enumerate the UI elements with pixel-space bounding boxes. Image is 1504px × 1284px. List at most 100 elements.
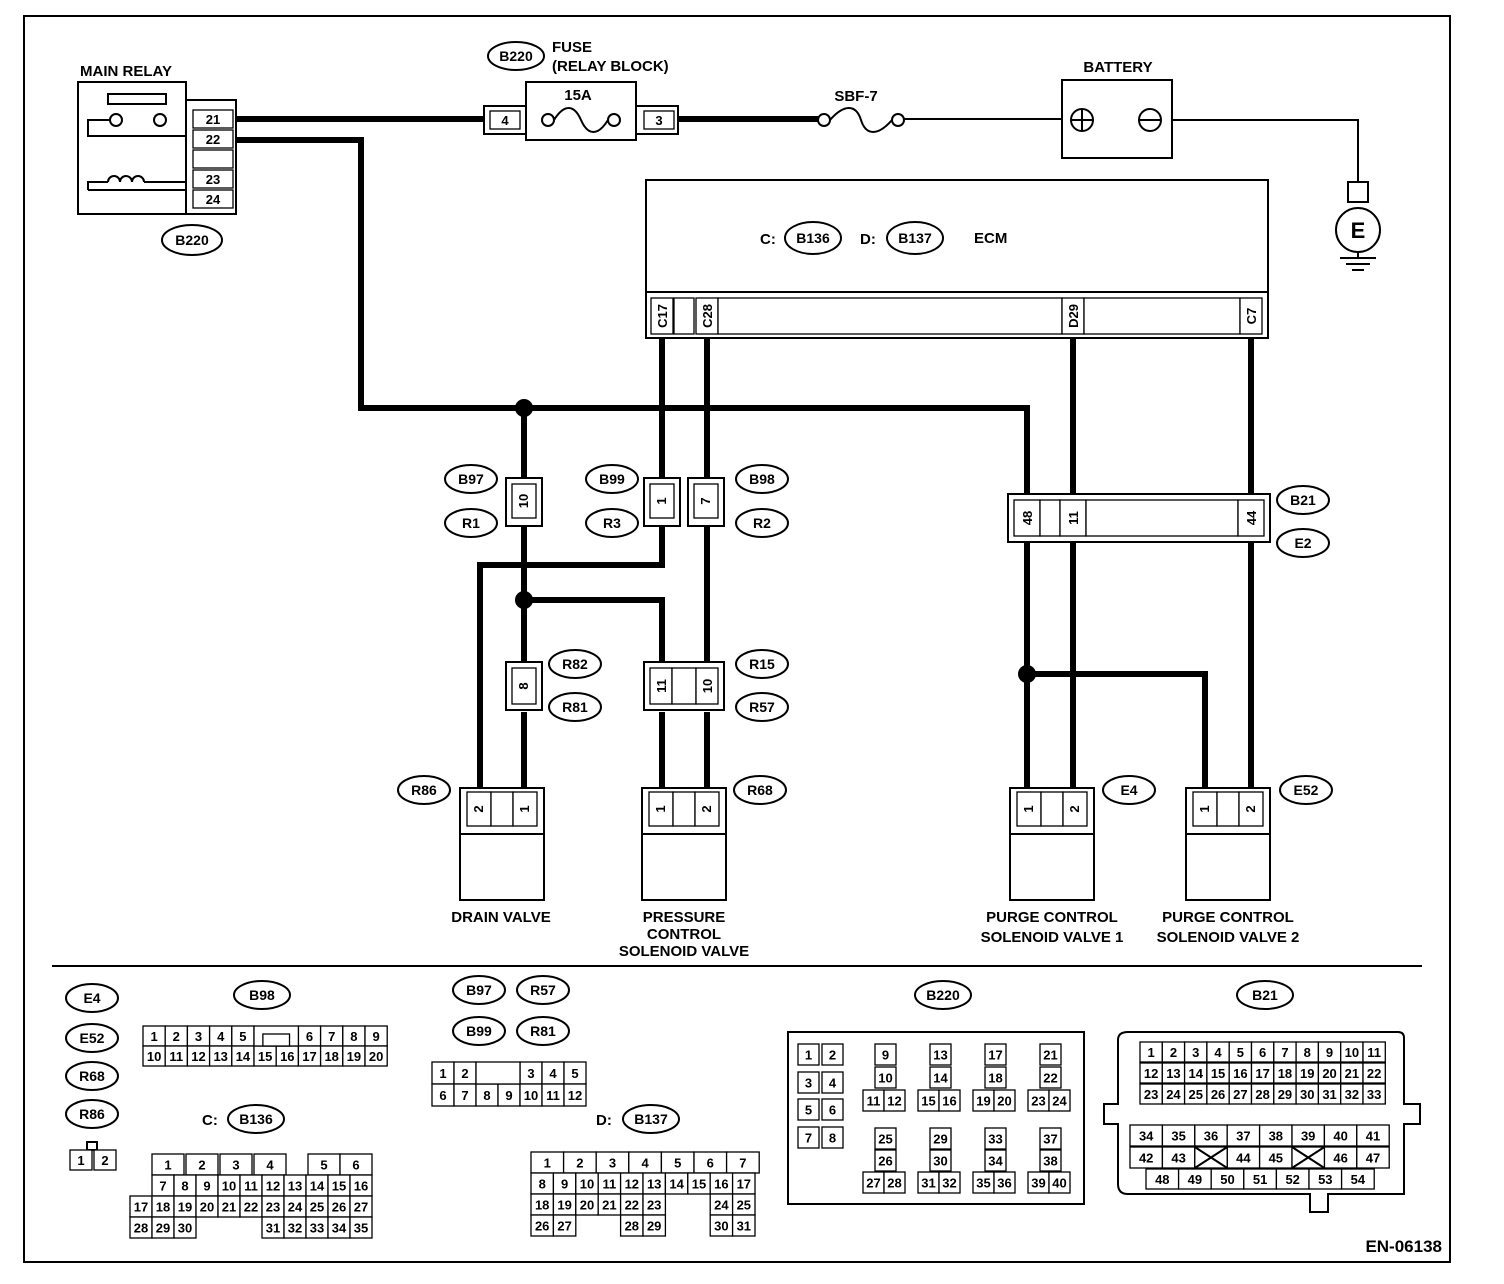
pin-number: 17 bbox=[1255, 1066, 1269, 1081]
pin-number: 34 bbox=[1139, 1129, 1154, 1144]
legend-b136-label: B136 bbox=[239, 1111, 273, 1127]
drain-pin-2: 2 bbox=[471, 805, 486, 812]
pin-number: 33 bbox=[1367, 1087, 1381, 1102]
purge1-pin-1: 1 bbox=[1021, 805, 1036, 812]
connector-bubble-b220-fuse bbox=[487, 41, 545, 71]
pin-number: 3 bbox=[1192, 1045, 1199, 1060]
pin-number: 9 bbox=[882, 1048, 889, 1063]
ecm-pin-c7: C7 bbox=[1244, 308, 1259, 325]
pin-cell bbox=[993, 1089, 1016, 1112]
pin-number: 34 bbox=[332, 1221, 347, 1236]
pin-number: 10 bbox=[222, 1179, 236, 1194]
main-relay-body bbox=[77, 81, 187, 215]
pin-number: 2 bbox=[1170, 1045, 1177, 1060]
relay-contact-wire bbox=[87, 119, 186, 137]
pin-number: 15 bbox=[1211, 1066, 1225, 1081]
fuse-pin-4: 4 bbox=[501, 113, 509, 128]
purge2-pin-1: 1 bbox=[1197, 805, 1212, 812]
purge1-body bbox=[1009, 833, 1095, 901]
pin-number: 1 bbox=[150, 1029, 157, 1044]
pin-number: 15 bbox=[332, 1179, 346, 1194]
pin-number: 44 bbox=[1236, 1151, 1251, 1166]
b220-relay-label: B220 bbox=[175, 232, 209, 248]
pin-number: 25 bbox=[1189, 1087, 1203, 1102]
ecm-pin-d29: D29 bbox=[1066, 304, 1081, 328]
b99-label: B99 bbox=[599, 471, 625, 487]
pin-number: 24 bbox=[288, 1200, 303, 1215]
pin-cell bbox=[797, 1071, 820, 1094]
legend-2pin-1: 1 bbox=[77, 1153, 84, 1168]
cross-icon bbox=[1291, 1146, 1325, 1169]
pin-number: 27 bbox=[354, 1200, 368, 1215]
pin-cell bbox=[984, 1066, 1007, 1089]
ecm-label: ECM bbox=[974, 230, 1007, 247]
pin-number: 14 bbox=[236, 1049, 251, 1064]
pin-number: 13 bbox=[213, 1049, 227, 1064]
pin-number: 20 bbox=[1322, 1066, 1336, 1081]
fuse-pin-3: 3 bbox=[655, 113, 662, 128]
pin-number: 1 bbox=[1148, 1045, 1155, 1060]
diagram-frame bbox=[23, 15, 1451, 1263]
pin-number: 5 bbox=[320, 1158, 327, 1173]
pin-number: 16 bbox=[354, 1179, 368, 1194]
pin-number: 21 bbox=[1345, 1066, 1359, 1081]
pin-cell bbox=[349, 1216, 373, 1239]
r81-label: R81 bbox=[562, 699, 588, 715]
pin-cell bbox=[1039, 1127, 1062, 1150]
pin-number: 1 bbox=[439, 1066, 446, 1081]
pin-number: 23 bbox=[1031, 1094, 1045, 1109]
pin-number: 33 bbox=[988, 1132, 1002, 1147]
pin-number: 20 bbox=[997, 1094, 1011, 1109]
purge2-label-1: PURGE CONTROL bbox=[1162, 909, 1294, 926]
pin-cell bbox=[874, 1066, 897, 1089]
pin-number: 20 bbox=[580, 1198, 594, 1213]
pin-number: 6 bbox=[707, 1156, 714, 1171]
pin-cell bbox=[1362, 1083, 1386, 1105]
pin-number: 8 bbox=[350, 1029, 357, 1044]
pin-number: 4 bbox=[1214, 1045, 1222, 1060]
pin-number: 38 bbox=[1269, 1129, 1283, 1144]
r68-label: R68 bbox=[747, 782, 773, 798]
pin-cell bbox=[731, 1214, 756, 1237]
connector-b97-r1: B97 R1 10 bbox=[444, 464, 543, 538]
pin-number: 9 bbox=[561, 1177, 568, 1192]
pin-number: 14 bbox=[1189, 1066, 1204, 1081]
pin-number: 17 bbox=[737, 1177, 751, 1192]
pin-number: 26 bbox=[332, 1200, 346, 1215]
drain-valve-body bbox=[459, 833, 545, 901]
connector-b99-r3: B99 R3 1 bbox=[585, 464, 681, 538]
pin-cell bbox=[1039, 1149, 1062, 1172]
e52-label: E52 bbox=[1294, 782, 1319, 798]
legend-e4-label: E4 bbox=[83, 990, 100, 1006]
pin-number: 37 bbox=[1236, 1129, 1250, 1144]
pin-number: 4 bbox=[217, 1029, 225, 1044]
pin-number: 12 bbox=[568, 1088, 582, 1103]
pin-number: 40 bbox=[1333, 1129, 1347, 1144]
pin-cell bbox=[874, 1043, 897, 1066]
battery: BATTERY bbox=[1061, 59, 1173, 159]
pin-cell bbox=[883, 1089, 906, 1112]
relay-pin-23: 23 bbox=[206, 172, 220, 187]
pin-cell bbox=[993, 1171, 1016, 1194]
relay-pin-21: 21 bbox=[206, 112, 220, 127]
ecm-c-prefix: C: bbox=[760, 231, 776, 248]
connector-b98-r2: 7 B98 R2 bbox=[687, 464, 789, 538]
pin-number: 18 bbox=[535, 1198, 549, 1213]
pin-number: 32 bbox=[288, 1221, 302, 1236]
pin-number: 7 bbox=[328, 1029, 335, 1044]
pin-number: 36 bbox=[1204, 1129, 1218, 1144]
purge1-label-2: SOLENOID VALVE 1 bbox=[981, 929, 1124, 946]
b97-label: B97 bbox=[458, 471, 484, 487]
main-relay: MAIN RELAY 21 22 23 24 B220 bbox=[77, 63, 237, 256]
pin-number: 26 bbox=[1211, 1087, 1225, 1102]
legend-r86-label: R86 bbox=[79, 1106, 105, 1122]
pin-number: 50 bbox=[1220, 1172, 1234, 1187]
pin-cell bbox=[563, 1083, 587, 1107]
pin-number: 1 bbox=[164, 1158, 171, 1173]
pin-number: 27 bbox=[557, 1219, 571, 1234]
pin-cell bbox=[874, 1127, 897, 1150]
pin-number: 34 bbox=[988, 1154, 1003, 1169]
pin-number: 23 bbox=[647, 1198, 661, 1213]
drain-pin-1: 1 bbox=[517, 805, 532, 812]
